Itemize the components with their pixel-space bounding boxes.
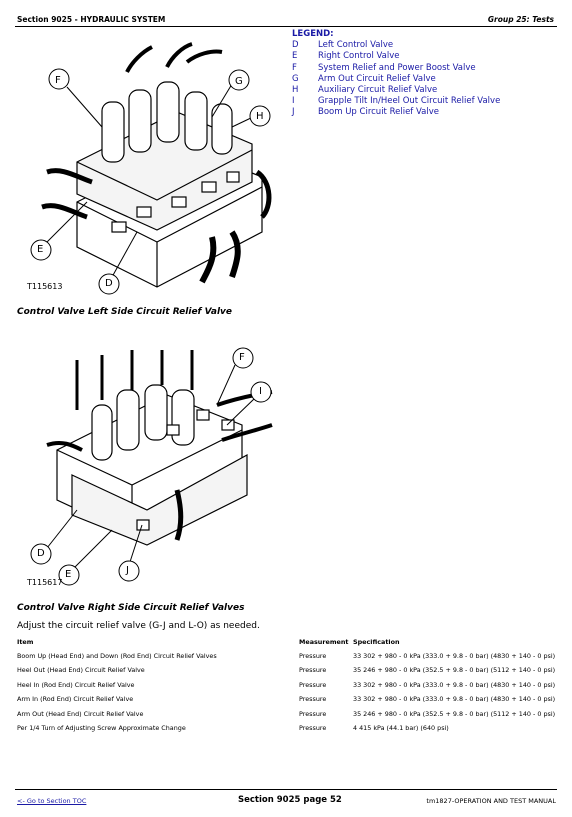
- legend-item: F System Relief and Power Boost Valve: [292, 63, 500, 74]
- cell-specification: 33 302 + 980 - 0 kPa (333.0 + 9.8 - 0 ba…: [353, 695, 556, 704]
- legend-letter: I: [292, 96, 295, 107]
- legend-letter: J: [292, 107, 295, 118]
- cell-item: Arm In (Rod End) Circuit Relief Valve: [17, 695, 134, 704]
- table-row: Boom Up (Head End) and Down (Rod End) Ci…: [17, 652, 557, 666]
- manual-title: tm1827-OPERATION AND TEST MANUAL: [426, 797, 556, 805]
- cell-item: Heel In (Rod End) Circuit Relief Valve: [17, 680, 135, 689]
- legend-text: Boom Up Circuit Relief Valve: [318, 107, 439, 118]
- table-row: Arm In (Rod End) Circuit Relief Valve Pr…: [17, 695, 557, 709]
- legend-item: I Grapple Tilt In/Heel Out Circuit Relief…: [292, 96, 500, 107]
- legend: LEGEND: D Left Control Valve E Right Contr…: [292, 29, 500, 119]
- callout-label: F: [239, 352, 245, 363]
- footer-divider: [15, 789, 557, 790]
- legend-letter: D: [292, 40, 299, 51]
- group-header: Group 25: Tests: [487, 15, 554, 24]
- legend-text: Grapple Tilt In/Heel Out Circuit Relief …: [318, 96, 501, 107]
- specification-table: Item Measurement Specification Boom Up (…: [17, 638, 557, 738]
- cell-item: Per 1/4 Turn of Adjusting Screw Approxim…: [17, 723, 186, 732]
- legend-letter: F: [292, 62, 297, 73]
- cell-specification: 33 302 + 980 - 0 kPa (333.0 + 9.8 - 0 ba…: [353, 652, 556, 660]
- legend-item: E Right Control Valve: [292, 51, 500, 62]
- figure-right-side-valve: F I D E J T115617: [17, 330, 287, 595]
- table-row: Arm Out (Head End) Circuit Relief Valve …: [17, 710, 557, 724]
- cell-measurement: Pressure: [299, 666, 327, 675]
- figure-id: T115613: [27, 282, 63, 291]
- callout-label: F: [55, 75, 61, 86]
- column-header-measurement: Measurement: [299, 638, 349, 646]
- legend-item: G Arm Out Circuit Relief Valve: [292, 74, 500, 85]
- column-header-item: Item: [17, 638, 34, 646]
- legend-title: LEGEND:: [292, 29, 334, 39]
- cell-measurement: Pressure: [299, 652, 327, 660]
- instruction-text: Adjust the circuit relief valve (G-J and…: [17, 621, 260, 631]
- header-divider: [15, 26, 557, 27]
- cell-specification: 35 246 + 980 - 0 kPa (352.5 + 9.8 - 0 ba…: [353, 666, 556, 675]
- cell-specification: 35 246 + 980 - 0 kPa (352.5 + 9.8 - 0 ba…: [353, 709, 556, 718]
- table-row: Per 1/4 Turn of Adjusting Screw Approxim…: [17, 724, 557, 738]
- legend-letter: G: [292, 73, 299, 84]
- control-valve-illustration-2: [30, 347, 273, 586]
- cell-item: Boom Up (Head End) and Down (Rod End) Ci…: [17, 652, 217, 660]
- cell-measurement: Pressure: [299, 709, 327, 718]
- callout-label: J: [126, 565, 129, 576]
- legend-item: D Left Control Valve: [292, 40, 500, 51]
- cell-specification: 4 415 kPa (44.1 bar) (640 psi): [353, 723, 449, 732]
- control-valve-illustration-1: [30, 42, 272, 295]
- section-header: Section 9025 - HYDRAULIC SYSTEM: [17, 15, 166, 24]
- figure-left-side-valve: F G H E D T115613: [17, 32, 287, 302]
- table-row: Heel Out (Head End) Circuit Relief Valve…: [17, 666, 557, 680]
- legend-text: Left Control Valve: [318, 40, 394, 51]
- callout-g: [228, 69, 250, 91]
- figure-caption: Control Valve Left Side Circuit Relief V…: [17, 307, 232, 317]
- legend-text: System Relief and Power Boost Valve: [318, 62, 476, 73]
- callout-e: [30, 239, 52, 261]
- cell-specification: 33 302 + 980 - 0 kPa (333.0 + 9.8 - 0 ba…: [353, 680, 556, 689]
- callout-label: D: [105, 278, 113, 289]
- legend-item: H Auxiliary Circuit Relief Valve: [292, 85, 500, 96]
- callout-label: E: [65, 569, 72, 580]
- legend-letter: H: [292, 85, 299, 96]
- callout-h: [249, 105, 271, 127]
- legend-text: Arm Out Circuit Relief Valve: [318, 73, 436, 84]
- callout-label: H: [256, 111, 264, 122]
- figure-id: T115617: [27, 578, 63, 587]
- page-number: Section 9025 page 52: [238, 795, 342, 805]
- callout-label: I: [259, 386, 262, 397]
- figure-caption: Control Valve Right Side Circuit Relief …: [17, 603, 245, 613]
- callout-d: [98, 273, 120, 295]
- legend-item: J Boom Up Circuit Relief Valve: [292, 107, 500, 118]
- cell-measurement: Pressure: [299, 680, 327, 689]
- callout-f: [48, 68, 70, 90]
- column-header-specification: Specification: [353, 638, 400, 646]
- cell-item: Arm Out (Head End) Circuit Relief Valve: [17, 709, 144, 718]
- cell-measurement: Pressure: [299, 723, 327, 732]
- legend-text: Auxiliary Circuit Relief Valve: [318, 85, 438, 96]
- legend-letter: E: [292, 51, 298, 62]
- callout-label: G: [235, 76, 243, 87]
- cell-measurement: Pressure: [299, 695, 327, 704]
- go-to-section-toc-link[interactable]: <- Go to Section TOC: [17, 797, 87, 805]
- callout-label: D: [37, 548, 45, 559]
- cell-item: Heel Out (Head End) Circuit Relief Valve: [17, 666, 145, 675]
- table-header-row: Item Measurement Specification: [17, 638, 557, 652]
- callout-label: E: [37, 244, 44, 255]
- table-row: Heel In (Rod End) Circuit Relief Valve P…: [17, 681, 557, 695]
- legend-text: Right Control Valve: [318, 51, 400, 62]
